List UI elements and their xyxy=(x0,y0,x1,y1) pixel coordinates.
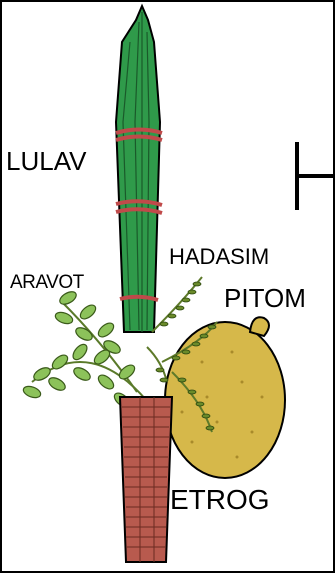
lulav-frond xyxy=(116,6,162,332)
pitom-tip xyxy=(250,317,269,336)
label-hadasim: HADASIM xyxy=(169,246,269,268)
label-aravot: ARAVOT xyxy=(10,273,84,292)
etrog-fruit xyxy=(165,317,285,478)
label-lulav: LULAV xyxy=(6,148,86,174)
label-etrog: ETROG xyxy=(170,486,270,514)
bound-stems-base xyxy=(120,397,172,562)
partial-h-glyph xyxy=(297,142,333,210)
label-pitom: PITOM xyxy=(224,285,306,311)
